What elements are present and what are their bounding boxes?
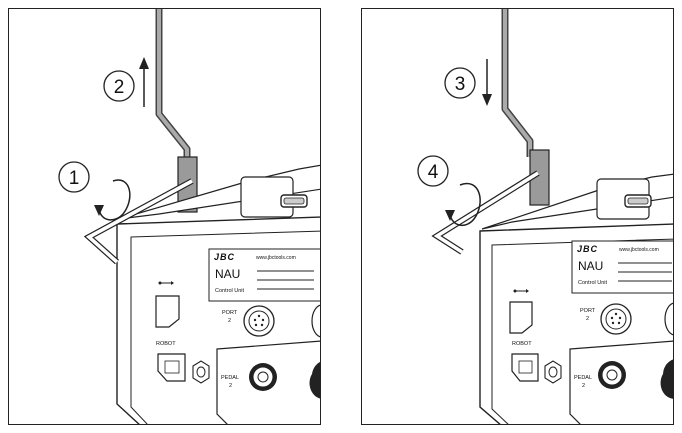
usb-icon: [513, 289, 529, 293]
arrow-down-icon: [482, 59, 492, 106]
pedal-connector: [598, 361, 626, 389]
pedal-label: PEDAL: [574, 375, 592, 381]
robot-label: ROBOT: [512, 341, 532, 347]
svg-text:4: 4: [428, 162, 439, 183]
unit-illustration-right: JBC www.jbctools.com NAU Control Unit PO…: [417, 9, 673, 424]
robot-label: ROBOT: [156, 341, 176, 347]
website-url: www.jbctools.com: [256, 255, 296, 261]
rotate-arrow-icon: [445, 182, 481, 226]
brand-logo: JBC: [214, 252, 235, 262]
port-number: 2: [228, 318, 231, 324]
usb-icon: [158, 281, 174, 285]
diagram-panel-left: JBC www.jbctools.com NAU Control Unit PO…: [8, 8, 321, 425]
pedal-connector: [249, 363, 277, 391]
unit-subtitle: Control Unit: [215, 288, 245, 294]
port-number: 2: [586, 316, 589, 322]
port-label: PORT: [222, 310, 238, 316]
brand-logo: JBC: [577, 244, 598, 254]
svg-text:3: 3: [455, 74, 466, 95]
step-4-badge: 4: [417, 155, 449, 187]
svg-text:1: 1: [69, 168, 80, 189]
hex-key-icon: [431, 170, 540, 255]
pedal-label: PEDAL: [221, 375, 239, 381]
unit-subtitle: Control Unit: [578, 280, 608, 286]
ground-connector: [192, 360, 210, 384]
website-url: www.jbctools.com: [619, 247, 659, 253]
pedal-number: 2: [582, 383, 585, 389]
model-label: [208, 248, 320, 302]
step-3-badge: 3: [444, 67, 476, 99]
step-2-badge: 2: [103, 70, 135, 102]
port-connector: [243, 305, 275, 337]
usb-port: [155, 295, 180, 328]
port-connector: [600, 303, 632, 335]
model-name: NAU: [215, 267, 240, 281]
usb-port: [509, 301, 533, 334]
model-label: [571, 240, 673, 294]
port-label: PORT: [580, 308, 596, 314]
pedal-number: 2: [229, 383, 232, 389]
diagram-panel-right: JBC www.jbctools.com NAU Control Unit PO…: [361, 8, 674, 425]
ground-connector: [544, 360, 562, 384]
step-1-badge: 1: [58, 161, 90, 193]
mounting-rod: [155, 9, 191, 159]
rotate-arrow-icon: [94, 179, 131, 221]
model-name: NAU: [578, 259, 603, 273]
arrow-up-icon: [139, 57, 149, 107]
unit-illustration-left: JBC www.jbctools.com NAU Control Unit PO…: [58, 9, 320, 424]
svg-text:2: 2: [114, 77, 125, 98]
hex-key-icon: [83, 178, 194, 265]
